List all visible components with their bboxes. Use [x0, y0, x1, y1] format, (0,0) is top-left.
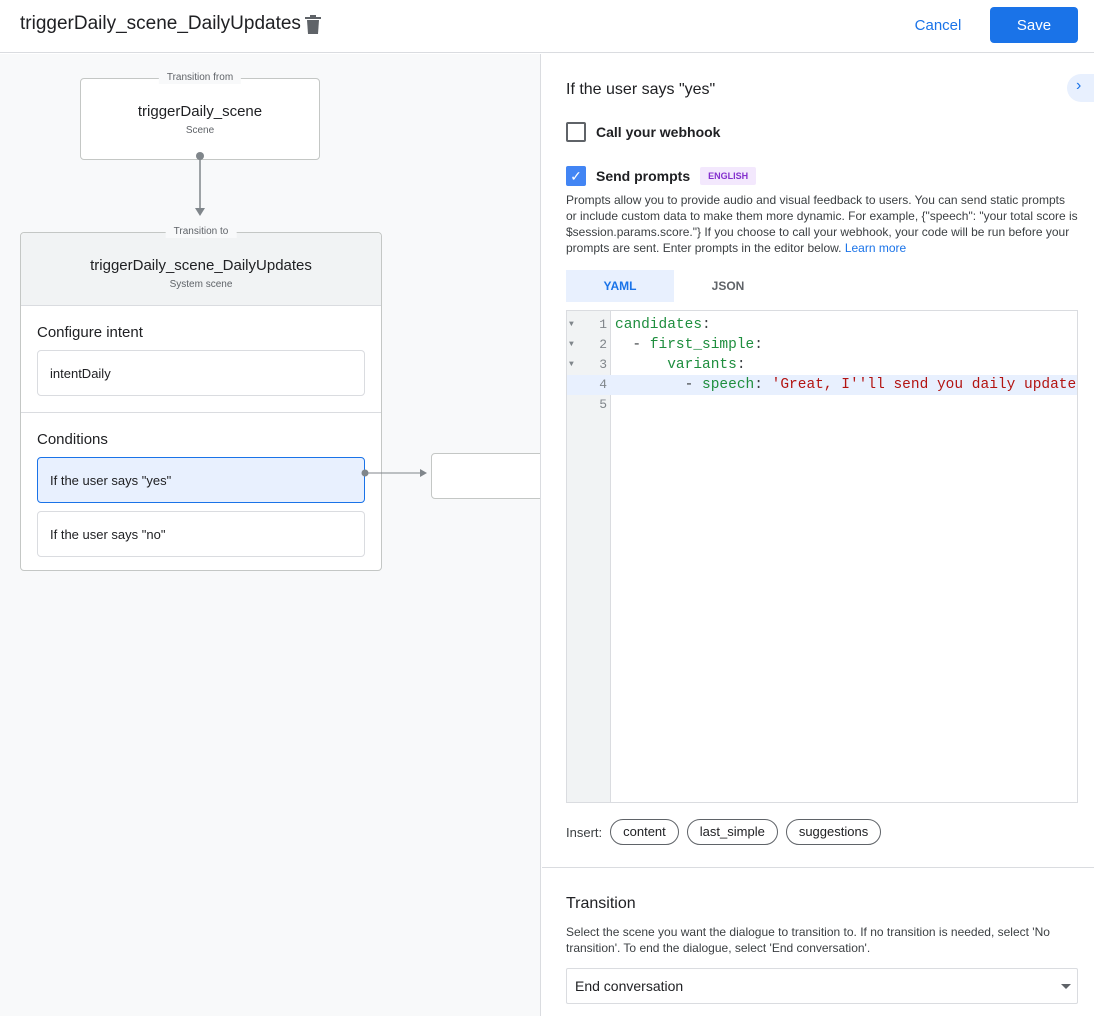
from-scene-name: triggerDaily_scene: [137, 103, 263, 120]
transition-select[interactable]: End conversation: [566, 968, 1078, 1004]
code-line[interactable]: 5: [567, 395, 1077, 415]
dropdown-caret-icon: [1061, 984, 1071, 989]
condition-yes[interactable]: If the user says "yes": [37, 457, 365, 503]
page-title: triggerDaily_scene_DailyUpdates: [20, 13, 301, 34]
tab-yaml[interactable]: YAML: [566, 270, 674, 302]
empty-target-node[interactable]: [431, 453, 540, 499]
code-line[interactable]: ▼ 1 candidates:: [567, 315, 1077, 335]
to-scene-name: triggerDaily_scene_DailyUpdates: [90, 257, 312, 274]
panel-title: If the user says "yes": [566, 81, 716, 98]
code-text: candidates:: [615, 317, 720, 333]
learn-more-link[interactable]: Learn more: [844, 241, 907, 255]
transition-to-legend: Transition to: [165, 226, 237, 238]
tab-json[interactable]: JSON: [711, 279, 745, 293]
delete-icon[interactable]: [304, 14, 322, 36]
prompts-description: Prompts allow you to provide audio and v…: [566, 192, 1078, 256]
line-number: 3: [599, 357, 607, 372]
transition-value: End conversation: [575, 978, 684, 994]
send-prompts-row: ✓ Send prompts ENGLISH: [566, 164, 1078, 188]
chevron-right-icon[interactable]: ›: [1067, 74, 1094, 102]
fold-arrow-icon[interactable]: ▼: [569, 360, 574, 369]
intent-item[interactable]: intentDaily: [37, 350, 365, 396]
insert-label: Insert:: [566, 824, 603, 840]
condition-connector: [361, 469, 427, 477]
line-number: 1: [599, 317, 607, 332]
language-badge: ENGLISH: [700, 167, 757, 185]
cancel-button[interactable]: Cancel: [903, 8, 973, 42]
header: triggerDaily_scene_DailyUpdates Cancel S…: [0, 0, 1094, 53]
fold-arrow-icon[interactable]: ▼: [569, 320, 574, 329]
code-line[interactable]: 4 - speech: 'Great, I''ll send you daily…: [567, 375, 1077, 395]
webhook-row: Call your webhook: [566, 120, 1078, 144]
condition-no[interactable]: If the user says "no": [37, 511, 365, 557]
transition-from-legend: Transition from: [158, 72, 242, 84]
line-number: 2: [599, 337, 607, 352]
insert-content-chip[interactable]: content: [610, 819, 679, 845]
transition-title: Transition: [566, 895, 636, 912]
conditions-title: Conditions: [37, 431, 108, 448]
webhook-checkbox[interactable]: [566, 122, 586, 142]
webhook-label: Call your webhook: [596, 124, 721, 140]
code-text: - speech: 'Great, I''ll send you daily u…: [684, 377, 1078, 393]
transition-description: Select the scene you want the dialogue t…: [566, 925, 1050, 955]
divider: [542, 867, 1094, 868]
insert-suggestions-chip[interactable]: suggestions: [785, 819, 882, 845]
details-panel: › If the user says "yes" Call your webho…: [542, 54, 1094, 1016]
code-text: variants:: [667, 357, 755, 373]
code-editor[interactable]: ▼ 1 candidates: ▼ 2 - first_simple: ▼ 3 vari…: [566, 310, 1078, 803]
line-number: 4: [599, 377, 607, 392]
to-scene-type: System scene: [169, 279, 233, 290]
send-prompts-checkbox[interactable]: ✓: [566, 166, 586, 186]
connector-arrow: [195, 152, 205, 216]
code-text: - first_simple:: [632, 337, 772, 353]
fold-arrow-icon[interactable]: ▼: [569, 340, 574, 349]
transition-from-node[interactable]: Transition from triggerDaily_scene Scene: [80, 72, 320, 160]
configure-intent-title: Configure intent: [37, 324, 143, 341]
from-scene-type: Scene: [185, 125, 215, 136]
insert-last-simple-chip[interactable]: last_simple: [686, 819, 778, 845]
transition-to-node: Transition to triggerDaily_scene_DailyUp…: [20, 226, 382, 571]
description-text: Prompts allow you to provide audio and v…: [566, 193, 1078, 255]
line-number: 5: [599, 397, 607, 412]
save-button[interactable]: Save: [990, 7, 1078, 43]
code-line[interactable]: ▼ 2 - first_simple:: [567, 335, 1077, 355]
editor-tabs: YAML JSON: [566, 270, 1078, 302]
flow-canvas: Transition from triggerDaily_scene Scene…: [0, 54, 541, 1016]
insert-row: Insert: content last_simple suggestions: [566, 819, 1078, 845]
code-line[interactable]: ▼ 3 variants:: [567, 355, 1077, 375]
send-prompts-label: Send prompts: [596, 168, 691, 184]
